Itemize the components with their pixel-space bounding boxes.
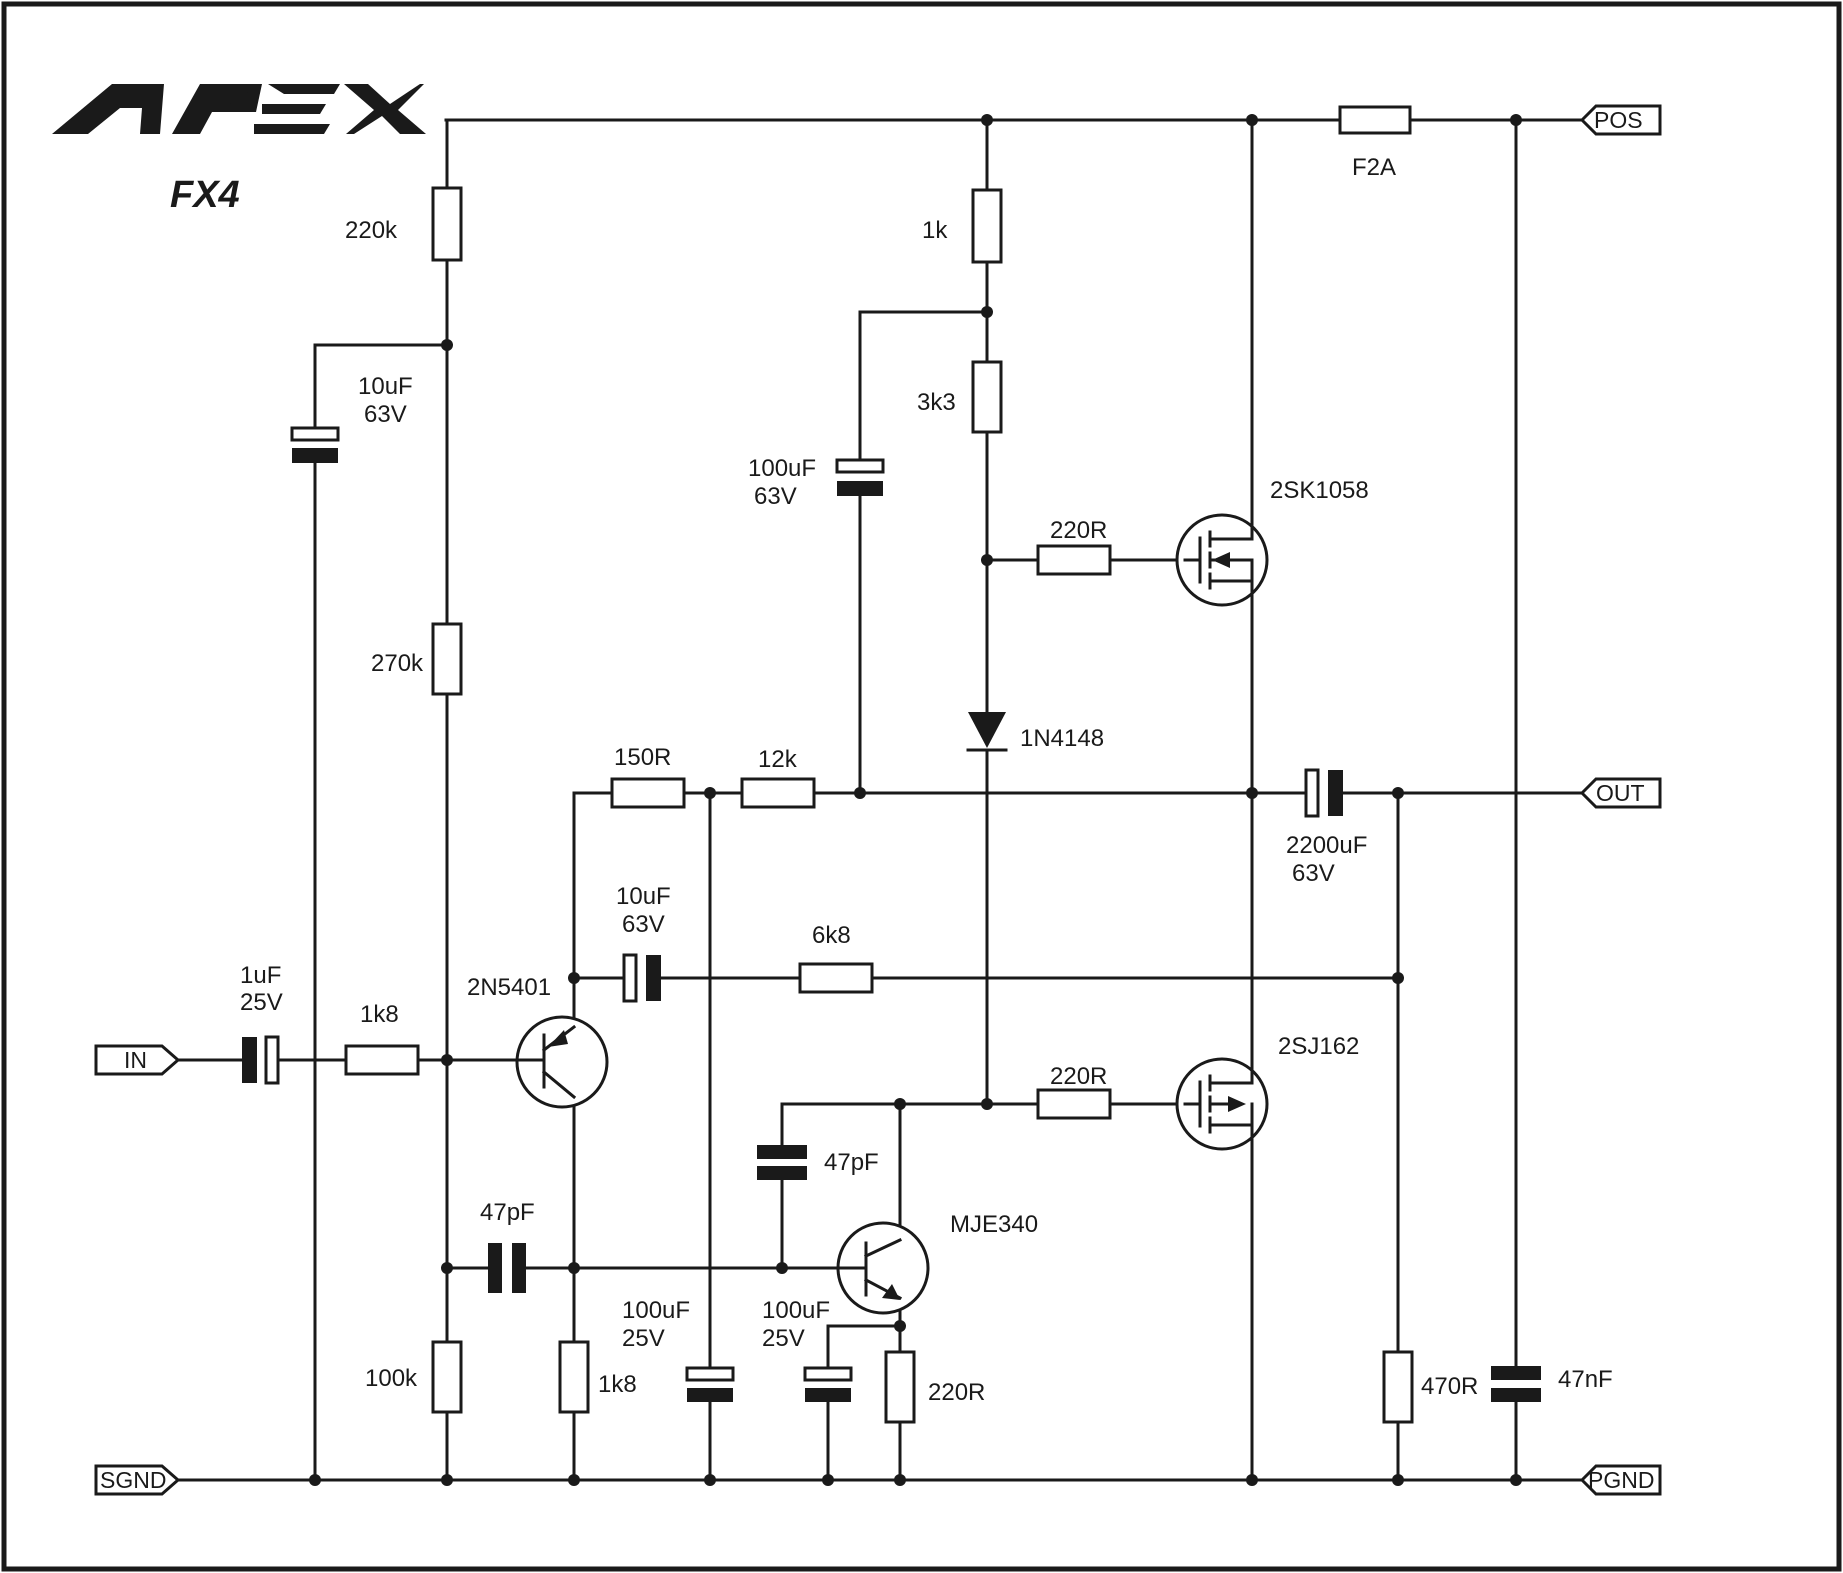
resistor-3k3 [971,360,1003,434]
label-100uf-a-value: 100uF [622,1297,690,1324]
label-100uf-b-value: 100uF [762,1297,830,1324]
resistor-1k8-input [344,1044,420,1076]
capacitor-10uf-feedback [622,953,661,1003]
label-2sk1058: 2SK1058 [1270,477,1369,504]
label-1k8-input: 1k8 [360,1001,399,1028]
label-220r-bottom: 220R [1050,1063,1107,1090]
resistor-100k [431,1340,463,1414]
fuse-f2a [1338,105,1412,135]
label-mje340: MJE340 [950,1211,1038,1238]
svg-text:PGND: PGND [1588,1467,1654,1493]
label-2200uf-value: 2200uF [1286,832,1367,859]
label-150r: 150R [614,744,671,771]
label-220k: 220k [345,217,398,244]
component-labels: F2A 220k 270k 100k 1k8 1k8 1k 3k3 220R 2… [240,154,1613,1406]
svg-text:OUT: OUT [1596,780,1645,806]
label-270k: 270k [371,650,424,677]
label-12k: 12k [758,746,798,773]
capacitor-47nf [1491,1366,1541,1402]
label-6k8: 6k8 [812,922,851,949]
resistor-470r [1382,1350,1414,1424]
label-10uf-bias-voltage: 63V [364,401,407,428]
resistor-270k [431,622,463,696]
label-3k3: 3k3 [917,389,956,416]
label-1uf-value: 1uF [240,962,281,989]
label-470r: 470R [1421,1373,1478,1400]
capacitor-100uf-decoupler-a [685,1366,735,1402]
capacitor-47pf-miller [757,1145,807,1180]
resistor-150r [610,777,686,809]
label-220r-vas: 220R [928,1379,985,1406]
junction-dots [309,114,1522,1486]
label-47nf: 47nF [1558,1366,1613,1393]
diode-1n4148 [966,712,1008,752]
transistor-2sk1058 [1175,513,1269,607]
label-1uf-voltage: 25V [240,989,283,1016]
transistor-2sj162 [1175,1057,1269,1151]
label-2n5401: 2N5401 [467,974,551,1001]
capacitor-47pf-input [488,1243,526,1293]
svg-text:SGND: SGND [100,1467,166,1493]
resistor-6k8 [798,962,874,994]
port-out: OUT [1396,777,1662,809]
label-47pf-input: 47pF [480,1199,535,1226]
transistor-2n5401 [515,1015,609,1109]
transistor-mje340 [836,1221,930,1315]
resistors [344,105,1414,1424]
label-47pf-miller: 47pF [824,1149,879,1176]
capacitor-2200uf-output [1304,768,1343,818]
svg-text:IN: IN [124,1047,147,1073]
capacitor-100uf-bootstrap [835,458,885,496]
resistor-1k [971,188,1003,264]
resistor-220r-vas [884,1350,916,1424]
label-100uf-b-voltage: 25V [762,1325,805,1352]
label-1n4148: 1N4148 [1020,725,1104,752]
label-1k: 1k [922,217,948,244]
label-2sj162: 2SJ162 [1278,1033,1359,1060]
label-100uf-boot-value: 100uF [748,455,816,482]
svg-text:POS: POS [1594,107,1643,133]
label-fuse: F2A [1352,154,1396,181]
wires [176,118,1622,1482]
apex-logo [52,84,426,134]
capacitor-100uf-decoupler-b [803,1366,853,1402]
resistor-12k [740,777,816,809]
resistor-220r-top-gate [1036,544,1112,576]
resistor-220r-bottom-gate [1036,1088,1112,1120]
label-100uf-a-voltage: 25V [622,1325,665,1352]
label-1k8-emitter: 1k8 [598,1371,637,1398]
label-100uf-boot-voltage: 63V [754,483,797,510]
port-sgnd: SGND [94,1464,181,1496]
label-10uf-fb-voltage: 63V [622,911,665,938]
port-pgnd: PGND [1579,1464,1662,1496]
capacitor-1uf-input [242,1035,280,1085]
port-in: IN [94,1044,181,1076]
capacitor-10uf-bias [290,426,340,463]
label-220r-top: 220R [1050,517,1107,544]
resistor-1k8-emitter [558,1340,590,1414]
label-2200uf-voltage: 63V [1292,860,1335,887]
label-10uf-fb-value: 10uF [616,883,671,910]
label-10uf-bias-value: 10uF [358,373,413,400]
port-pos: POS [1579,104,1662,136]
model-label: FX4 [170,174,240,216]
capacitors [242,426,1541,1402]
label-100k: 100k [365,1365,418,1392]
resistor-220k [431,186,463,262]
